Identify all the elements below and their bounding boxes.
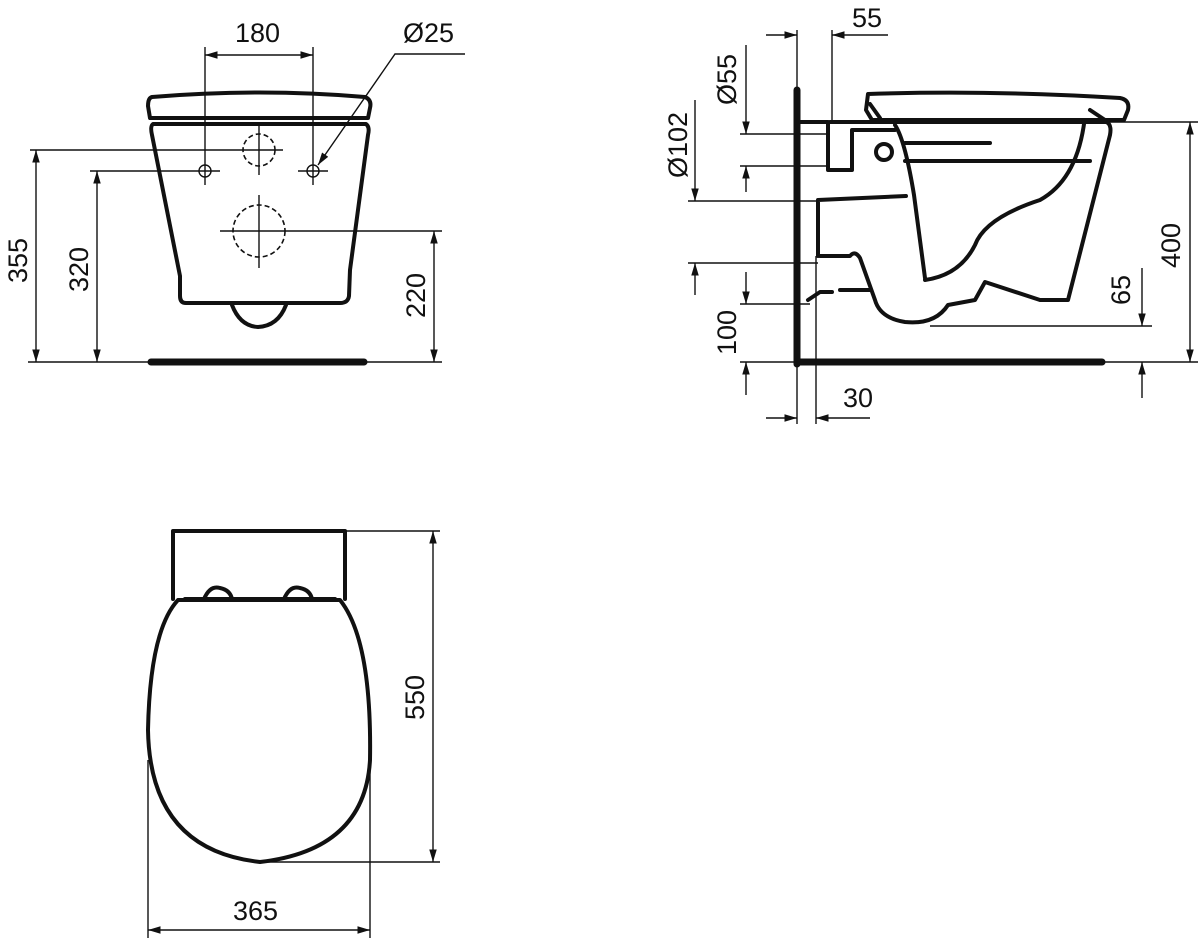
dim-bolt-spacing: 180 (235, 18, 281, 48)
seat-lid-front (146, 90, 373, 120)
floor-bracket (806, 288, 872, 302)
dim-bolt-height: 320 (64, 246, 94, 292)
top-view (146, 529, 440, 938)
tank-block-top (171, 529, 347, 601)
dim-supply-height: 355 (3, 237, 33, 283)
inlet-connector (798, 120, 897, 172)
dim-width: 365 (233, 896, 279, 926)
bowl-inner-curve (923, 122, 1086, 282)
fixing-hole (874, 142, 894, 162)
front-view (28, 47, 465, 366)
bowl-body-front (149, 122, 371, 305)
dim-inlet-diameter: Ø55 (712, 53, 742, 105)
seat-lid-side (864, 90, 1131, 122)
dim-bottom-clearance: 65 (1106, 274, 1136, 305)
dim-outlet-to-floor: 100 (712, 309, 742, 355)
dim-bolt-hole-diameter: Ø25 (403, 18, 455, 48)
trap-inner (893, 123, 927, 280)
dim-top-offset: 55 (852, 3, 883, 33)
dim-outlet-height: 220 (401, 272, 431, 318)
bowl-outline-side (818, 120, 1113, 325)
outlet-connector (816, 194, 908, 258)
hinge-left (202, 585, 234, 601)
seat-outline-top (146, 598, 373, 864)
dim-wall-gap: 30 (843, 383, 874, 413)
dim-outlet-diameter: Ø102 (663, 111, 693, 178)
dim-rim-height: 400 (1156, 222, 1186, 268)
dim-length: 550 (400, 674, 430, 720)
side-view (688, 30, 1198, 424)
hinge-right (282, 585, 314, 601)
outlet-spigot (230, 303, 288, 329)
